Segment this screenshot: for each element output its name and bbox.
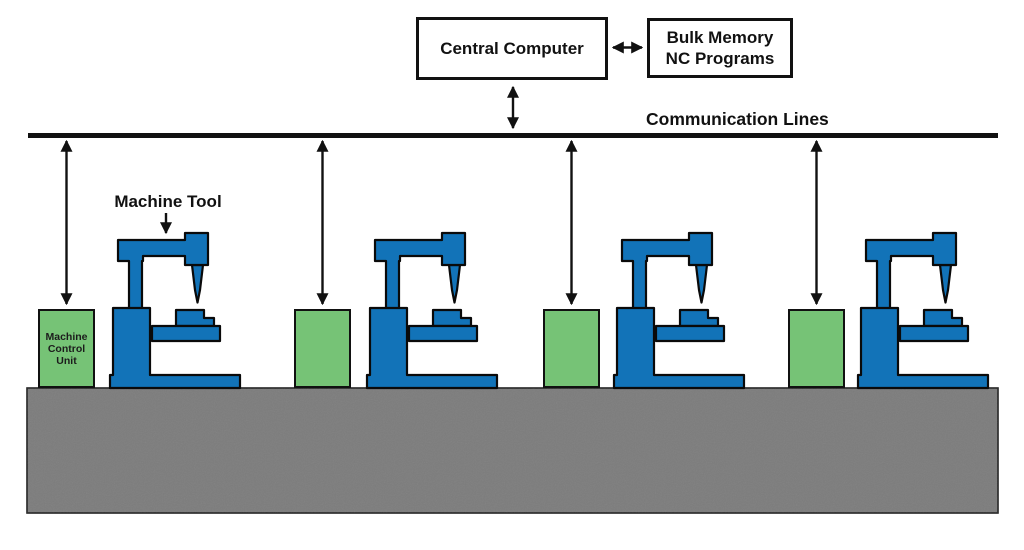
machine-control-unit-box: Machine Control Unit xyxy=(38,309,95,388)
machine-control-unit-box xyxy=(543,309,600,388)
bulk-memory-label-line1: Bulk Memory xyxy=(666,28,774,47)
shop-floor xyxy=(26,387,999,514)
machine-control-unit-box xyxy=(294,309,351,388)
central-computer-box: Central Computer xyxy=(416,17,608,80)
mcu-label-line2: Control xyxy=(47,342,86,355)
bulk-memory-label-line2: NC Programs xyxy=(665,49,775,68)
mcu-label-line3: Unit xyxy=(56,354,77,367)
machine-tool-label: Machine Tool xyxy=(114,192,222,211)
machine-tool-figure xyxy=(108,231,242,390)
machine-control-unit-box xyxy=(788,309,845,388)
central-computer-label: Central Computer xyxy=(440,39,584,58)
machine-tool-figure xyxy=(612,231,746,390)
communication-lines-label: Communication Lines xyxy=(646,109,829,129)
machine-tool-figure xyxy=(856,231,990,390)
mcu-label-line1: Machine xyxy=(45,330,88,343)
bulk-memory-box: Bulk Memory NC Programs xyxy=(647,18,793,78)
machine-tool-figure xyxy=(365,231,499,390)
